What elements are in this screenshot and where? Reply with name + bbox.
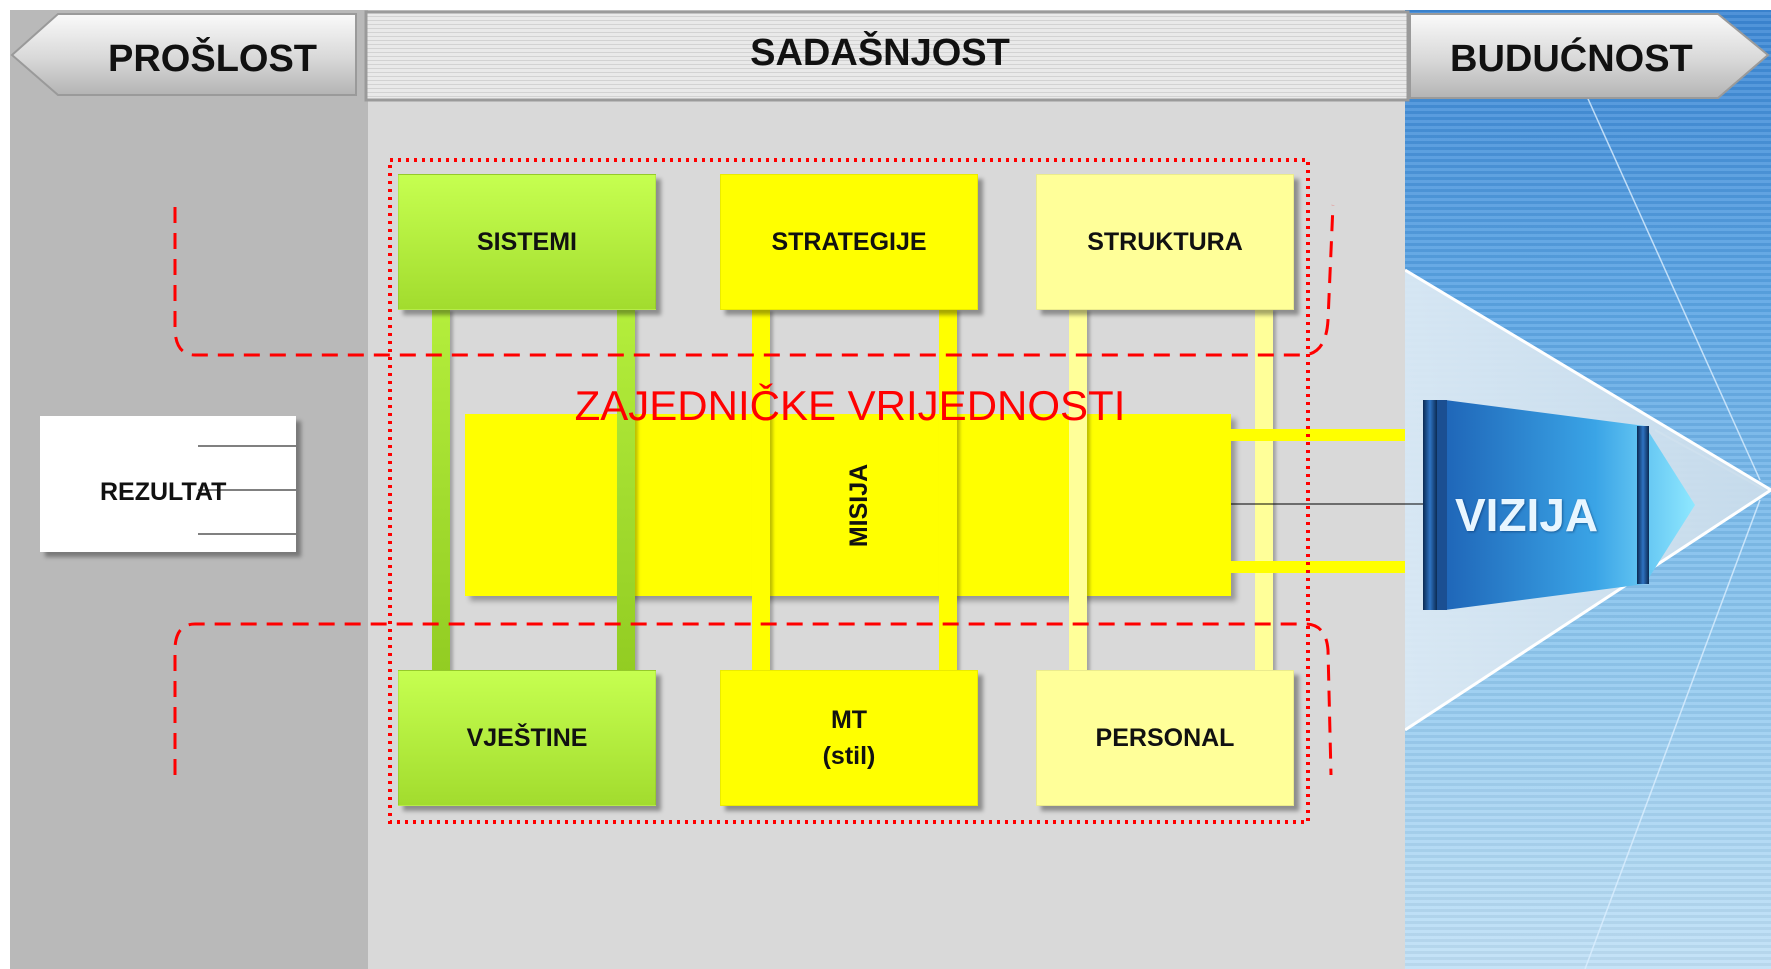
result-box [40,416,296,552]
box-mt-stil: MT (stil) [720,670,978,806]
past-tab-label: PROŠLOST [108,38,318,80]
mission-box [465,414,1231,596]
connector-struktura-personal-right [1255,308,1273,676]
mission-vision-bar-top [1231,429,1405,441]
box-sistemi: SISTEMI [398,174,656,310]
box-struktura: STRUKTURA [1036,174,1294,310]
connector-struktura-personal-left [1069,308,1087,676]
present-tab-label: SADAŠNJOST [750,32,1010,74]
future-tab-label: BUDUĆNOST [1450,38,1693,80]
mission-vision-bar-bottom [1231,561,1405,573]
connector-sistemi-vjestine-left [432,308,450,676]
header-tabs [10,10,1770,102]
result-label: REZULTAT [100,478,227,506]
box-personal: PERSONAL [1036,670,1294,806]
vision-label: VIZIJA [1455,489,1599,541]
connector-strategije-mt-left [752,308,770,676]
box-strategije: STRATEGIJE [720,174,978,310]
shared-values-label: ZAJEDNIČKE VRIJEDNOSTI [574,382,1126,429]
connector-strategije-mt-right [939,308,957,676]
connector-sistemi-vjestine-right [617,308,635,676]
box-vjestine: VJEŠTINE [398,670,656,806]
vision-arrow [1423,400,1695,610]
